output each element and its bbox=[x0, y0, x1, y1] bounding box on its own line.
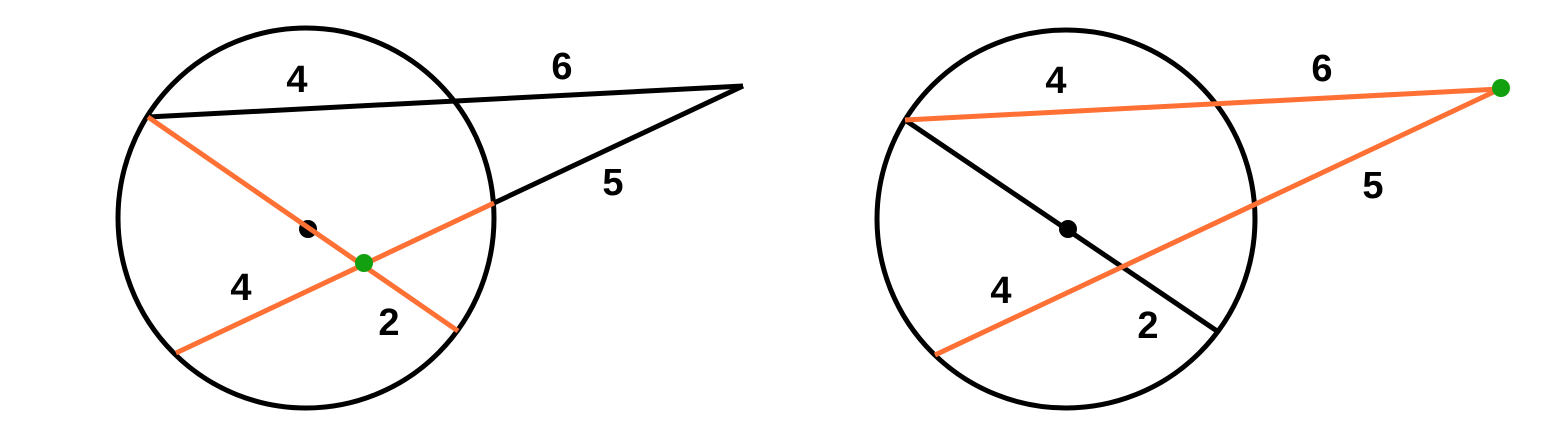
left-intersection-point bbox=[355, 254, 373, 272]
left-circle bbox=[115, 25, 497, 411]
label: 5 bbox=[602, 162, 623, 204]
right-center-point bbox=[1059, 220, 1077, 238]
label: 4 bbox=[1045, 60, 1066, 102]
label: 5 bbox=[1362, 165, 1383, 207]
label: 4 bbox=[990, 270, 1011, 312]
right-figure: 4 6 5 4 2 bbox=[874, 27, 1510, 411]
label: 2 bbox=[378, 302, 399, 344]
label: 2 bbox=[1137, 305, 1158, 347]
right-orange-secant-bottom bbox=[933, 86, 1502, 358]
left-bottom-secant-external bbox=[492, 83, 745, 206]
right-external-point bbox=[1492, 79, 1510, 97]
left-orange-chord-2 bbox=[174, 200, 496, 356]
left-top-secant bbox=[147, 83, 744, 120]
label: 6 bbox=[1311, 48, 1332, 90]
label: 4 bbox=[230, 267, 251, 309]
left-orange-chord-1 bbox=[146, 114, 460, 334]
label: 4 bbox=[286, 59, 307, 101]
right-orange-secant-top bbox=[904, 86, 1501, 123]
right-circle bbox=[874, 27, 1258, 411]
label: 6 bbox=[551, 46, 572, 88]
left-figure: 4 6 5 4 2 bbox=[115, 25, 745, 411]
